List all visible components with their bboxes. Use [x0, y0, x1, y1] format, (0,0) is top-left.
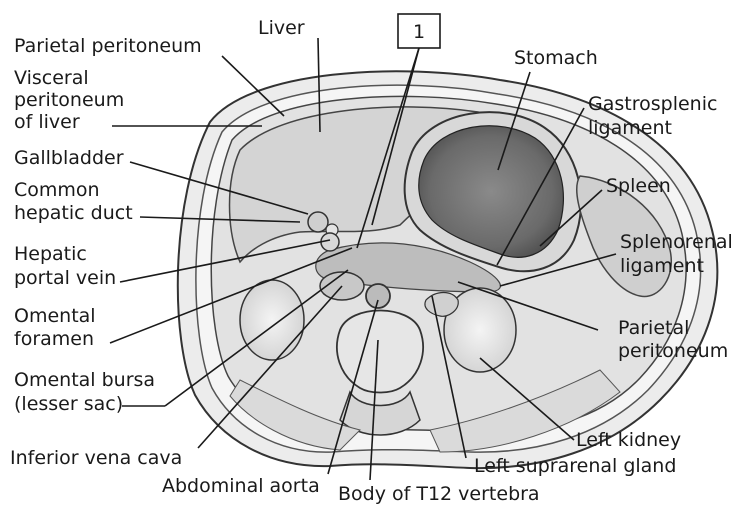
right-kidney-shape — [240, 280, 304, 360]
label-visceral-3: of liver — [14, 111, 80, 133]
label-common-hepatic-1: Common — [14, 179, 100, 201]
label-abdominal-aorta: Abdominal aorta — [162, 475, 320, 497]
label-visceral-2: peritoneum — [14, 89, 124, 111]
aorta-shape — [366, 284, 390, 308]
label-parietal-right-2: peritoneum — [618, 340, 728, 362]
label-left-suprarenal: Left suprarenal gland — [474, 455, 676, 477]
label-omental-foramen-2: foramen — [14, 328, 94, 350]
label-ivc: Inferior vena cava — [10, 447, 182, 469]
label-omental-foramen-1: Omental — [14, 305, 96, 327]
vertebra-shape — [337, 311, 423, 393]
label-gastrosplenic-1: Gastrosplenic — [588, 93, 717, 115]
label-gallbladder: Gallbladder — [14, 147, 124, 169]
callout-number: 1 — [413, 21, 425, 43]
label-spleen: Spleen — [606, 175, 671, 197]
label-liver: Liver — [258, 17, 305, 39]
label-visceral-1: Visceral — [14, 67, 89, 89]
label-left-kidney: Left kidney — [576, 429, 681, 451]
label-common-hepatic-2: hepatic duct — [14, 202, 133, 224]
label-hepatic-portal-1: Hepatic — [14, 243, 87, 265]
label-parietal-peritoneum-top: Parietal peritoneum — [14, 35, 202, 57]
label-t12-vertebra: Body of T12 vertebra — [338, 483, 540, 505]
label-omental-bursa-2: (lesser sac) — [14, 393, 123, 415]
label-hepatic-portal-2: portal vein — [14, 267, 116, 289]
label-gastrosplenic-2: ligament — [588, 117, 672, 139]
label-stomach: Stomach — [514, 47, 598, 69]
label-splenorenal-1: Splenorenal — [620, 231, 733, 253]
left-suprarenal-shape — [425, 293, 458, 317]
label-parietal-right-1: Parietal — [618, 317, 689, 339]
gallbladder-shape — [308, 212, 328, 232]
label-splenorenal-2: ligament — [620, 255, 704, 277]
label-omental-bursa-1: Omental bursa — [14, 369, 155, 391]
